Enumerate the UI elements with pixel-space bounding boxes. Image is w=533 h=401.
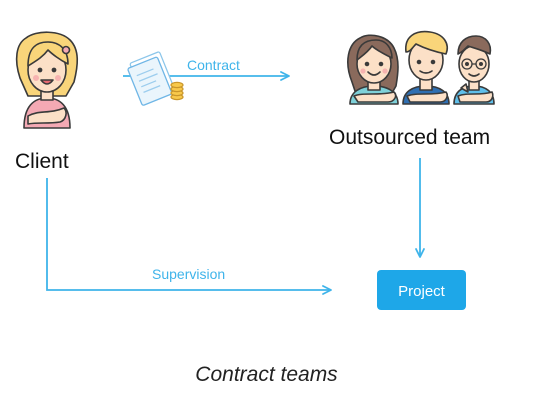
project-box: [377, 270, 466, 310]
supervision-label: Supervision: [152, 266, 225, 282]
team-man-icon: [402, 30, 450, 105]
team-label: Outsourced team: [329, 126, 490, 149]
contract-label: Contract: [187, 57, 240, 73]
diagram-caption: Contract teams: [195, 363, 338, 386]
client-label: Client: [15, 150, 69, 173]
project-node: Project: [377, 270, 466, 310]
team-woman-icon: [347, 34, 399, 105]
supervision-arrow: [46, 178, 332, 295]
document-icon: [127, 51, 175, 106]
project-label: Project: [398, 283, 446, 300]
team-glasses-man-icon: [453, 35, 495, 105]
coins-icon: [170, 81, 184, 101]
client-avatar-icon: [15, 31, 79, 129]
